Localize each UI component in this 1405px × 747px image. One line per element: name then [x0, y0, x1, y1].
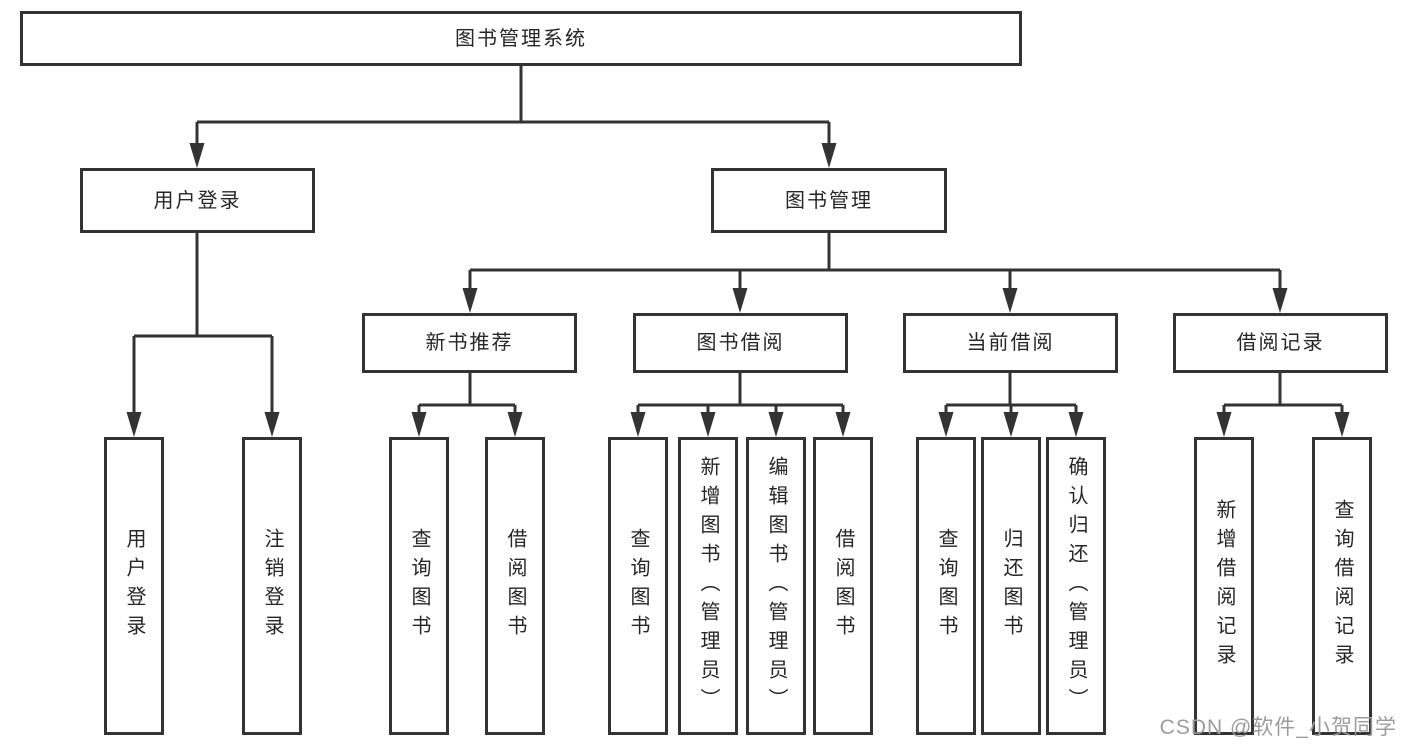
node-new-book-recommend: 新书推荐: [362, 313, 577, 373]
leaf-nb-query-books: 查询图书: [389, 437, 449, 735]
node-user-login: 用户登录: [80, 168, 315, 233]
leaf-bb-add-books-admin: 新增图书（管理员）: [678, 437, 738, 735]
arrow-leaf-nb-query: [411, 412, 427, 437]
arrow-leaf-logout: [264, 412, 280, 437]
node-label: 注销登录: [261, 528, 283, 644]
watermark: CSDN @软件_小贺同学: [1159, 716, 1397, 739]
arrow-to-book-borrow: [732, 288, 748, 313]
arrow-to-current-borrow: [1002, 288, 1018, 313]
arrow-leaf-bb-query: [630, 412, 646, 437]
node-label: 查询借阅记录: [1331, 499, 1353, 673]
edge-root-to-level2: [195, 66, 831, 146]
edge-new-book-rec-branch: [417, 373, 517, 414]
leaf-bb-edit-books-admin: 编辑图书（管理员）: [746, 437, 806, 735]
leaf-user-login: 用户登录: [104, 437, 164, 735]
edge-book-mgmt-branch: [468, 233, 1282, 290]
arrow-to-book-mgmt: [821, 143, 837, 168]
leaf-cb-return-books: 归还图书: [981, 437, 1041, 735]
leaf-br-query-record: 查询借阅记录: [1312, 437, 1372, 735]
node-library-system: 图书管理系统: [20, 11, 1022, 66]
leaf-cb-query-books: 查询图书: [916, 437, 976, 735]
arrow-leaf-br-query: [1334, 412, 1350, 437]
arrow-to-user-login: [189, 143, 205, 168]
leaf-br-add-record: 新增借阅记录: [1194, 437, 1254, 735]
leaf-nb-borrow-books: 借阅图书: [485, 437, 545, 735]
edge-user-login-branch: [132, 233, 274, 414]
leaf-bb-borrow-books: 借阅图书: [813, 437, 873, 735]
node-label: 新书推荐: [425, 332, 514, 354]
arrow-to-borrow-record: [1272, 288, 1288, 313]
node-label: 归还图书: [1000, 528, 1022, 644]
arrow-leaf-nb-borrow: [507, 412, 523, 437]
node-label: 借阅记录: [1236, 332, 1325, 354]
node-label: 确认归还（管理员）: [1065, 455, 1087, 717]
arrow-to-new-book-rec: [462, 288, 478, 313]
arrowheads: [126, 143, 1350, 437]
leaf-logout: 注销登录: [242, 437, 302, 735]
node-book-borrow: 图书借阅: [633, 313, 848, 373]
node-label: 图书借阅: [696, 332, 785, 354]
node-label: 用户登录: [123, 528, 145, 644]
arrow-leaf-cb-confirm: [1068, 412, 1084, 437]
node-label: 当前借阅: [966, 332, 1055, 354]
edge-borrow-record-branch: [1222, 373, 1344, 414]
leaf-bb-query-books: 查询图书: [608, 437, 668, 735]
arrow-leaf-bb-edit: [768, 412, 784, 437]
node-label: 查询图书: [408, 528, 430, 644]
node-current-borrow: 当前借阅: [903, 313, 1118, 373]
node-label: 查询图书: [627, 528, 649, 644]
arrow-leaf-br-add: [1216, 412, 1232, 437]
edge-book-borrow-branch: [636, 373, 845, 414]
arrow-leaf-cb-return: [1003, 412, 1019, 437]
arrow-leaf-bb-add: [700, 412, 716, 437]
node-label: 借阅图书: [504, 528, 526, 644]
arrow-leaf-cb-query: [938, 412, 954, 437]
node-label: 用户登录: [153, 189, 242, 212]
node-book-management: 图书管理: [711, 168, 947, 233]
node-label: 借阅图书: [832, 528, 854, 644]
node-label: 图书管理系统: [455, 27, 587, 50]
node-label: 图书管理: [785, 189, 873, 212]
node-label: 新增借阅记录: [1213, 499, 1235, 673]
node-label: 新增图书（管理员）: [697, 455, 719, 717]
node-borrow-records: 借阅记录: [1173, 313, 1388, 373]
arrow-leaf-bb-borrow: [835, 412, 851, 437]
node-label: 编辑图书（管理员）: [765, 455, 787, 717]
leaf-cb-confirm-return-admin: 确认归还（管理员）: [1046, 437, 1106, 735]
node-label: 查询图书: [935, 528, 957, 644]
edge-current-borrow-branch: [944, 373, 1078, 414]
arrow-leaf-login: [126, 412, 142, 437]
